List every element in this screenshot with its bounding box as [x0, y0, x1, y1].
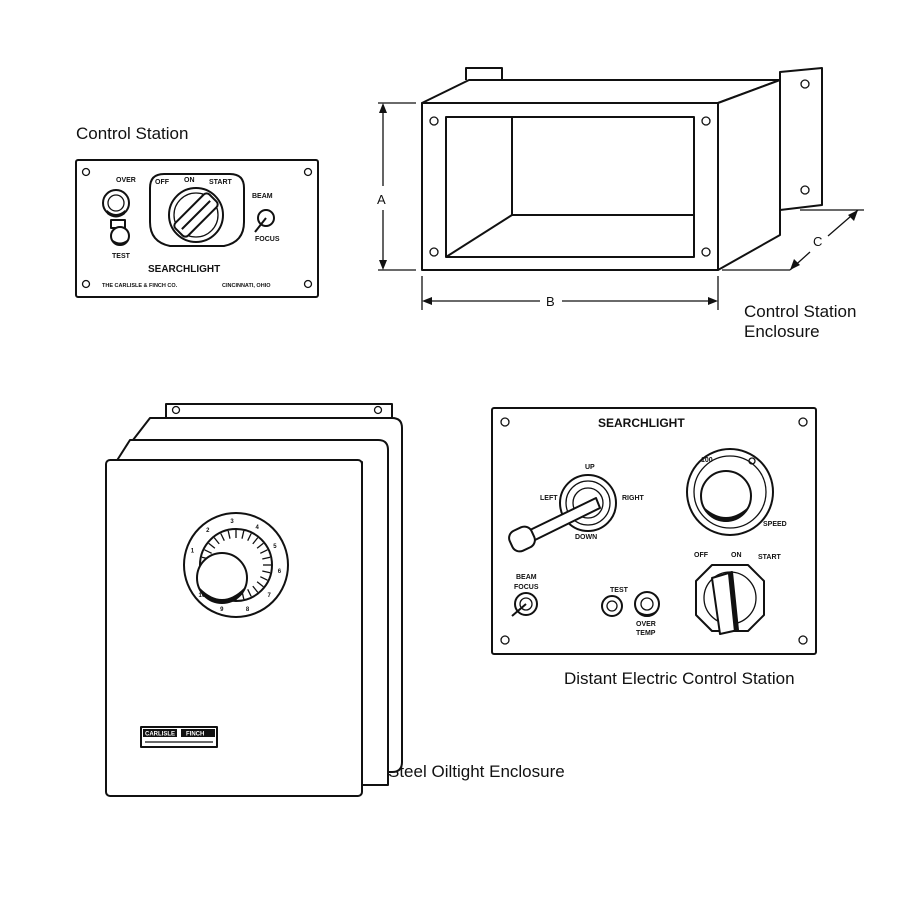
speed-label: SPEED — [763, 521, 787, 528]
knob-ridge — [220, 533, 225, 541]
control-station-enclosure: A B C — [377, 67, 864, 310]
knob-ridge — [262, 570, 271, 574]
caption-distant-electric-control-station: Distant Electric Control Station — [564, 669, 795, 688]
dcs-focus-label: FOCUS — [514, 584, 539, 591]
caption-enclosure-line2: Enclosure — [744, 322, 820, 341]
distant-control-station-panel: SEARCHLIGHT UP LEFT RIGHT DOWN 100 SPEED… — [491, 407, 817, 655]
dial-number: 1 — [191, 549, 195, 555]
dcs-switch-on-label: ON — [731, 552, 742, 559]
dcs-switch-off-label: OFF — [694, 552, 709, 559]
dcs-over-label: OVER — [636, 621, 656, 628]
cs-switch-off-label: OFF — [155, 179, 170, 186]
joystick-up-label: UP — [585, 464, 595, 471]
knob-ridge — [256, 542, 264, 549]
cs-maker-left: THE CARLISLE & FINCH CO. — [102, 283, 178, 289]
knob-ridge — [260, 549, 268, 554]
dial-number: 4 — [256, 525, 260, 531]
dial-number: 3 — [230, 519, 234, 525]
dial-number: 9 — [220, 607, 224, 613]
dimension-c: C — [813, 234, 822, 249]
knob-ridge — [227, 530, 231, 539]
joystick-right-label: RIGHT — [622, 495, 645, 502]
cs-lamp-label: OVER — [116, 177, 136, 184]
joystick-grip[interactable] — [506, 524, 537, 554]
dcs-title: SEARCHLIGHT — [598, 416, 685, 430]
steel-oiltight-enclosure: 1 2 3 4 5 6 7 8 9 10 CARLISLE FINCH — [105, 403, 403, 797]
knob-ridge — [256, 581, 264, 588]
knob-ridge — [208, 542, 216, 549]
cs-maker-right: CINCINNATI, OHIO — [222, 283, 271, 289]
dial-number: 10 — [199, 593, 206, 599]
oiltight-front-cover — [105, 459, 363, 797]
oiltight-dial-scale: 1 2 3 4 5 6 7 8 9 10 — [191, 519, 282, 613]
caption-enclosure-line1: Control Station — [744, 302, 857, 321]
knob-ridge — [260, 576, 268, 581]
dcs-test-label: TEST — [610, 587, 629, 594]
knob-ridge — [241, 530, 245, 539]
dimension-b: B — [546, 294, 555, 309]
knob-ridge — [247, 589, 252, 597]
dimension-a: A — [377, 192, 386, 207]
caption-steel-oiltight-enclosure: Steel Oiltight Enclosure — [388, 762, 565, 781]
knob-ridge — [247, 533, 252, 541]
knob-ridge — [252, 585, 259, 593]
dcs-test-button[interactable] — [601, 595, 623, 617]
knob-ridge — [262, 556, 271, 560]
cs-toggle-bottom-label: FOCUS — [255, 236, 280, 243]
knob-ridge — [213, 537, 220, 545]
caption-control-station: Control Station — [76, 124, 189, 143]
dial-number: 8 — [246, 607, 250, 613]
dcs-switch-start-label: START — [758, 554, 782, 561]
dial-number: 6 — [278, 569, 282, 575]
cs-indicator-lamp — [102, 189, 130, 217]
knob-ridge — [204, 549, 212, 554]
nameplate-right: FINCH — [186, 732, 204, 738]
cs-switch-on-label: ON — [184, 177, 195, 184]
dcs-temp-label: TEMP — [636, 630, 656, 637]
control-station-panel: OVER TEST OFF ON START BEAM FOCUS SEARCH… — [75, 159, 319, 298]
cs-beam-focus-toggle[interactable] — [254, 217, 267, 233]
nameplate-left: CARLISLE — [145, 732, 175, 738]
cs-switch-start-label: START — [209, 179, 233, 186]
cs-title: SEARCHLIGHT — [148, 264, 220, 275]
dial-number: 5 — [273, 544, 277, 550]
dcs-beam-label: BEAM — [516, 574, 537, 581]
knob-ridge — [252, 537, 259, 545]
cs-toggle-top-label: BEAM — [252, 193, 273, 200]
speed-top-label: 100 — [701, 457, 713, 464]
joystick-left-label: LEFT — [540, 495, 558, 502]
cs-test-label: TEST — [112, 253, 131, 260]
dial-number: 2 — [206, 528, 210, 534]
dcs-beam-focus-toggle[interactable] — [511, 603, 527, 617]
dial-number: 7 — [268, 593, 272, 599]
joystick-down-label: DOWN — [575, 534, 597, 541]
